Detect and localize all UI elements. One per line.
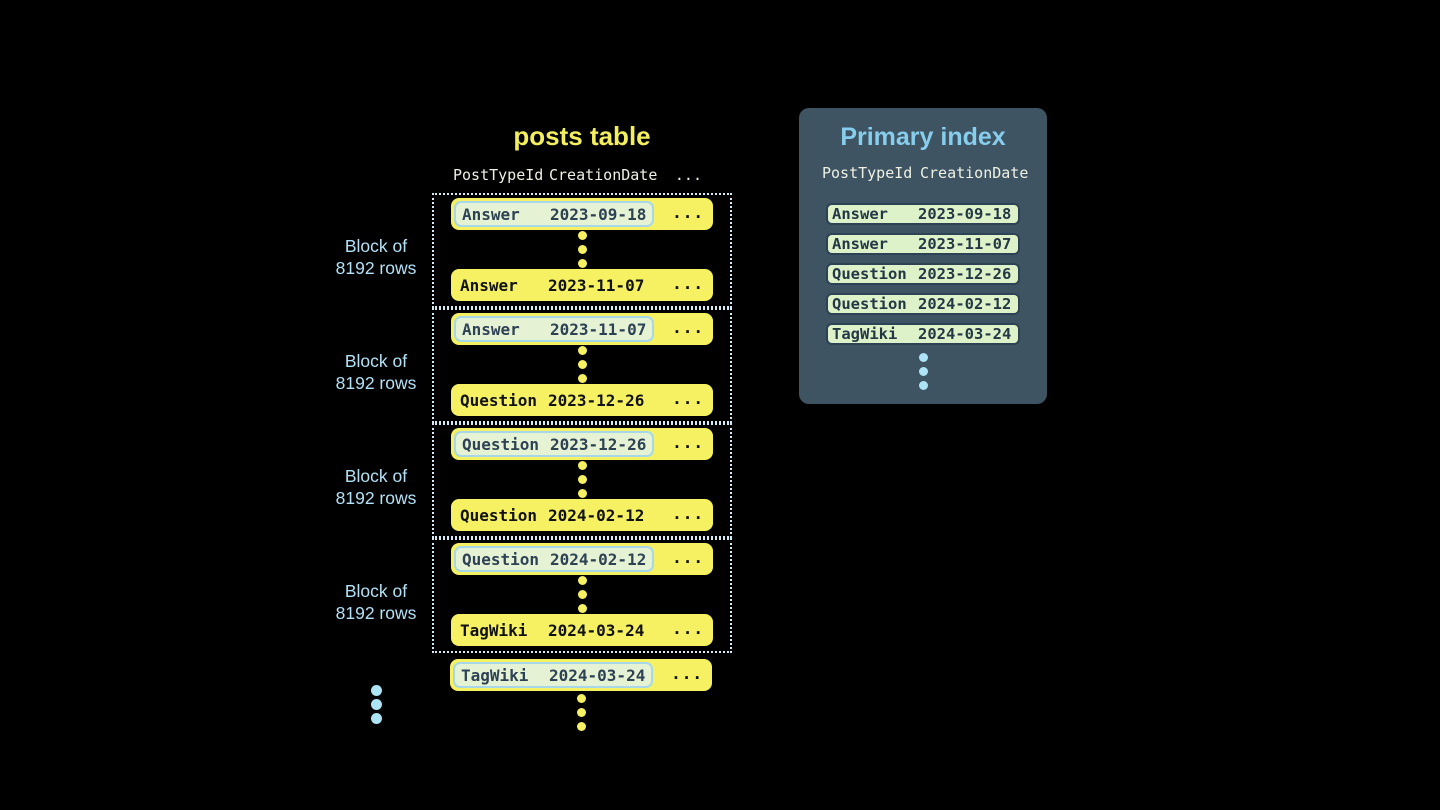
row-ellipsis: ... <box>672 432 704 452</box>
primary-index-panel: Primary index PostTypeId CreationDate An… <box>799 108 1047 404</box>
indexed-cell-highlight: Question 2024-02-12 <box>454 546 654 572</box>
block-label-line: 8192 rows <box>335 373 417 393</box>
creation-date-cell: 2023-09-18 <box>550 204 647 224</box>
block-label-line: Block of <box>344 351 408 371</box>
creation-date-cell: 2024-02-12 <box>550 549 647 569</box>
omitted-rows-dots <box>577 346 587 383</box>
header-col-posttypeid: PostTypeId <box>822 164 913 182</box>
indexed-cell-highlight: Answer 2023-11-07 <box>454 316 654 342</box>
blocks-continue-dots <box>371 685 382 724</box>
block-last-row: Question 2023-12-26 ... <box>451 384 713 416</box>
indexed-cell-highlight: TagWiki 2024-03-24 <box>453 662 653 688</box>
post-type-cell: Answer <box>462 204 520 224</box>
row-ellipsis: ... <box>672 618 704 638</box>
block-first-row: Question 2024-02-12 ... <box>451 543 713 575</box>
block-last-row: Question 2024-02-12 ... <box>451 499 713 531</box>
post-type-cell: TagWiki <box>460 620 528 640</box>
indexed-cell-highlight: Answer 2023-09-18 <box>454 201 654 227</box>
creation-date-cell: 2024-02-12 <box>918 295 1012 313</box>
block-last-row: TagWiki 2024-03-24 ... <box>451 614 713 646</box>
index-row: Answer 2023-09-18 <box>826 203 1020 225</box>
block-label-4: Block of 8192 rows <box>306 580 446 624</box>
post-type-cell: Answer <box>832 235 888 253</box>
post-type-cell: Question <box>832 265 907 283</box>
index-continues-dots <box>799 353 1047 390</box>
index-row: TagWiki 2024-03-24 <box>826 323 1020 345</box>
creation-date-cell: 2024-03-24 <box>549 665 646 685</box>
posts-table-title: posts table <box>513 121 651 151</box>
index-row: Question 2024-02-12 <box>826 293 1020 315</box>
post-type-cell: Question <box>462 549 540 569</box>
omitted-rows-dots <box>577 461 587 498</box>
block-label-1: Block of 8192 rows <box>306 235 446 279</box>
row-ellipsis: ... <box>672 317 704 337</box>
posts-block-4: Question 2024-02-12 ... TagWiki 2024-03-24… <box>432 538 732 653</box>
block-label-line: Block of <box>344 466 408 486</box>
creation-date-cell: 2023-12-26 <box>918 265 1012 283</box>
post-type-cell: TagWiki <box>832 325 898 343</box>
primary-index-title: Primary index <box>840 123 1006 151</box>
creation-date-cell: 2023-12-26 <box>550 434 647 454</box>
post-type-cell: TagWiki <box>461 665 529 685</box>
omitted-rows-dots <box>577 576 587 613</box>
primary-index-rows: Answer 2023-09-18 Answer 2023-11-07 Questi… <box>799 203 1047 345</box>
block-label-2: Block of 8192 rows <box>306 350 446 394</box>
post-type-cell: Question <box>832 295 907 313</box>
posts-blocks: Answer 2023-09-18 ... Answer 2023-11-07 ..… <box>432 193 732 653</box>
block-first-row: Question 2023-12-26 ... <box>451 428 713 460</box>
block-last-row: Answer 2023-11-07 ... <box>451 269 713 301</box>
row-ellipsis: ... <box>672 547 704 567</box>
index-row: Question 2023-12-26 <box>826 263 1020 285</box>
creation-date-cell: 2024-03-24 <box>548 620 645 640</box>
header-col-posttypeid: PostTypeId <box>453 166 544 184</box>
omitted-rows-dots <box>577 231 587 268</box>
row-ellipsis: ... <box>672 273 704 293</box>
header-col-creationdate: CreationDate <box>920 164 1029 182</box>
post-type-cell: Answer <box>460 275 518 295</box>
block-first-row: Answer 2023-11-07 ... <box>451 313 713 345</box>
indexed-cell-highlight: Question 2023-12-26 <box>454 431 654 457</box>
block-label-line: Block of <box>344 581 408 601</box>
block-label-line: 8192 rows <box>335 488 417 508</box>
row-ellipsis: ... <box>672 202 704 222</box>
creation-date-cell: 2023-11-07 <box>548 275 645 295</box>
table-continues-dots <box>577 694 586 731</box>
row-ellipsis: ... <box>671 663 703 683</box>
posts-block-1: Answer 2023-09-18 ... Answer 2023-11-07 ..… <box>432 193 732 308</box>
posts-block-3: Question 2023-12-26 ... Question 2024-02-1… <box>432 423 732 538</box>
header-col-ellipsis: ... <box>674 166 702 184</box>
block-label-line: Block of <box>344 236 408 256</box>
post-type-cell: Answer <box>462 319 520 339</box>
creation-date-cell: 2024-02-12 <box>548 505 645 525</box>
row-ellipsis: ... <box>672 388 704 408</box>
posts-block-2: Answer 2023-11-07 ... Question 2023-12-26 … <box>432 308 732 423</box>
row-ellipsis: ... <box>672 503 704 523</box>
creation-date-cell: 2023-11-07 <box>550 319 647 339</box>
block-label-line: 8192 rows <box>335 603 417 623</box>
post-type-cell: Question <box>462 434 540 454</box>
creation-date-cell: 2023-12-26 <box>548 390 645 410</box>
creation-date-cell: 2024-03-24 <box>918 325 1012 343</box>
post-type-cell: Answer <box>832 205 888 223</box>
next-block-first-row: TagWiki 2024-03-24 ... <box>450 659 712 691</box>
header-col-creationdate: CreationDate <box>549 166 658 184</box>
primary-index-header: PostTypeId CreationDate <box>799 164 1047 182</box>
creation-date-cell: 2023-11-07 <box>918 235 1012 253</box>
creation-date-cell: 2023-09-18 <box>918 205 1012 223</box>
block-first-row: Answer 2023-09-18 ... <box>451 198 713 230</box>
posts-column-header: PostTypeId CreationDate ... <box>432 166 732 184</box>
block-label-3: Block of 8192 rows <box>306 465 446 509</box>
post-type-cell: Question <box>460 390 538 410</box>
block-label-line: 8192 rows <box>335 258 417 278</box>
index-row: Answer 2023-11-07 <box>826 233 1020 255</box>
post-type-cell: Question <box>460 505 538 525</box>
